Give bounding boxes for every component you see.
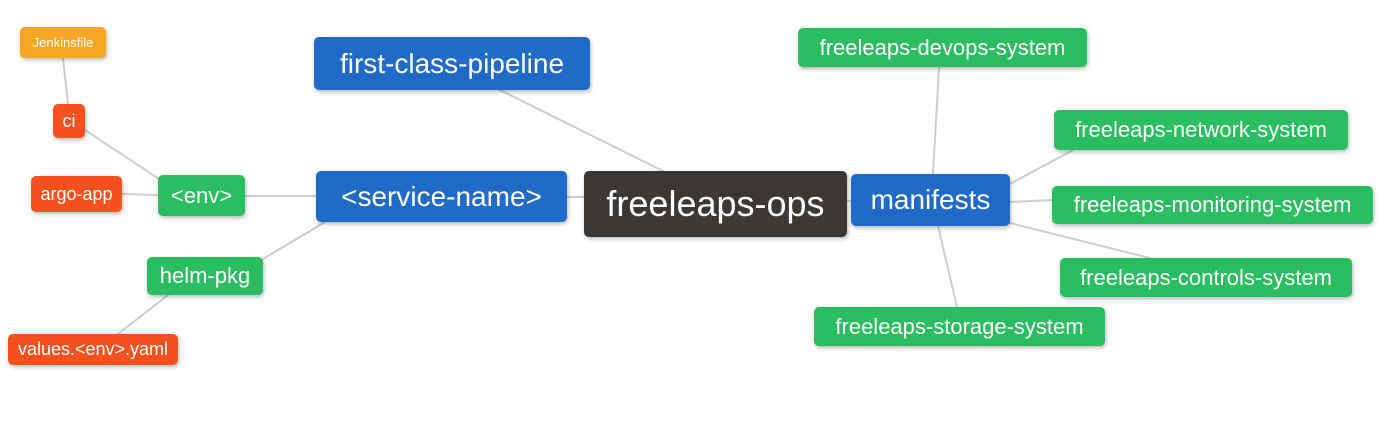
node-argo-app[interactable]: argo-app [31,176,122,212]
edge-pipeline-freeleaps-ops [499,89,666,173]
node-manifests[interactable]: manifests [851,174,1010,226]
node-freeleaps-network-system[interactable]: freeleaps-network-system [1054,110,1348,150]
edge-ci-env [84,129,163,182]
edge-manifests-storage-system [937,225,958,308]
edge-values-helm-pkg [117,294,169,335]
node-freeleaps-monitoring-system[interactable]: freeleaps-monitoring-system [1052,186,1373,224]
edge-jenkinsfile-ci [62,57,69,105]
node-env[interactable]: <env> [158,175,245,216]
node-service-name[interactable]: <service-name> [316,171,567,222]
node-freeleaps-ops-root[interactable]: freeleaps-ops [584,171,847,237]
node-helm-pkg[interactable]: helm-pkg [147,257,263,295]
edge-argo-app-env [121,193,159,196]
edge-manifests-controls-system [1009,222,1151,259]
node-freeleaps-controls-system[interactable]: freeleaps-controls-system [1060,258,1352,297]
node-first-class-pipeline[interactable]: first-class-pipeline [314,37,590,90]
node-ci[interactable]: ci [53,104,85,138]
edge-manifests-devops-system [932,67,940,175]
node-jenkinsfile[interactable]: Jenkinsfile [20,27,106,58]
node-freeleaps-storage-system[interactable]: freeleaps-storage-system [814,307,1105,346]
edge-manifests-network-system [1009,149,1074,185]
node-freeleaps-devops-system[interactable]: freeleaps-devops-system [798,28,1087,67]
edge-manifests-monitoring-system [1009,199,1053,203]
node-values-env-yaml[interactable]: values.<env>.yaml [8,334,178,365]
edge-helm-pkg-service-name [262,221,326,260]
